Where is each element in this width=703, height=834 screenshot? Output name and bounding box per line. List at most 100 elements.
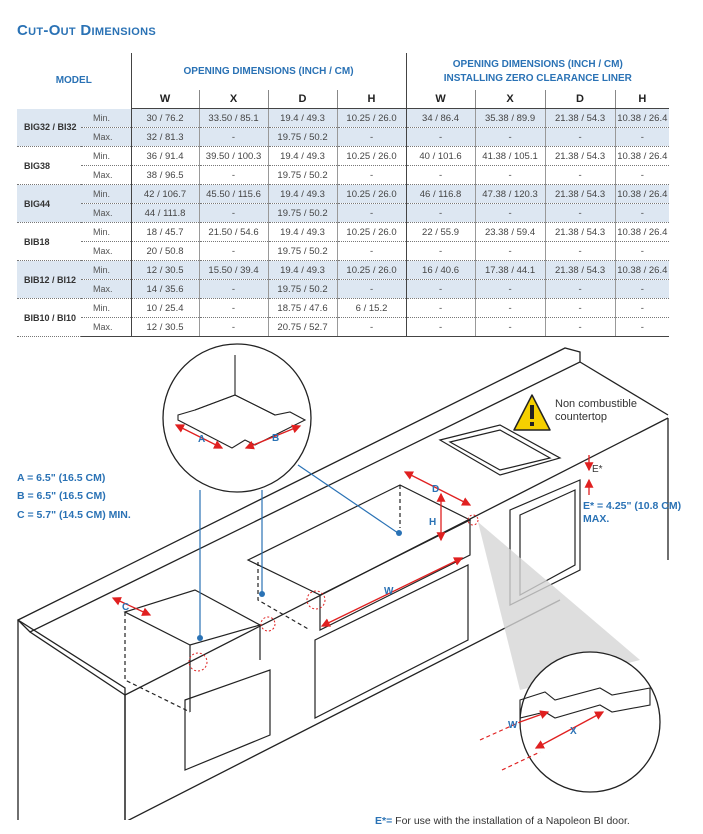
value-cell: - — [614, 241, 670, 261]
value-cell: 36 / 91.4 — [130, 146, 200, 166]
value-cell: - — [336, 165, 407, 185]
table-row: Max.32 / 81.3-19.75 / 50.2----- — [17, 127, 670, 147]
opening-dimensions-header: OPENING DIMENSIONS (INCH / CM) — [130, 53, 407, 90]
value-cell: 10.25 / 26.0 — [336, 184, 407, 204]
value-cell: 18.75 / 47.6 — [267, 298, 338, 318]
column-header: D — [267, 90, 338, 109]
value-cell: 10.38 / 26.4 — [614, 260, 670, 280]
value-cell: - — [405, 317, 476, 337]
value-cell: - — [544, 165, 616, 185]
dim-b-text: B = 6.5" (16.5 CM) — [17, 490, 106, 502]
value-cell: 19.75 / 50.2 — [267, 279, 338, 299]
model-cell: BIB12 / BI12 — [17, 260, 81, 299]
value-cell: 21.38 / 54.3 — [544, 108, 616, 128]
value-cell: - — [614, 165, 670, 185]
level-cell: Min. — [81, 146, 132, 166]
column-header: X — [474, 90, 546, 109]
value-cell: - — [336, 127, 407, 147]
value-cell: 20 / 50.8 — [130, 241, 200, 261]
letter-h-label: H — [429, 517, 436, 528]
value-cell: - — [474, 317, 546, 337]
value-cell: - — [336, 317, 407, 337]
island-dimension-arrows — [111, 455, 594, 627]
dim-c-text: C = 5.7" (14.5 CM) MIN. — [17, 509, 131, 521]
e-star-label: E* — [592, 464, 603, 475]
value-cell: 6 / 15.2 — [336, 298, 407, 318]
value-cell: 10.25 / 26.0 — [336, 222, 407, 242]
level-cell: Max. — [81, 279, 132, 299]
value-cell: 45.50 / 115.6 — [198, 184, 269, 204]
value-cell: - — [474, 298, 546, 318]
value-cell: - — [474, 165, 546, 185]
value-cell: - — [405, 127, 476, 147]
value-cell: - — [198, 165, 269, 185]
value-cell: 46 / 116.8 — [405, 184, 476, 204]
value-cell: - — [544, 203, 616, 223]
footnote-marker: E*= — [375, 815, 393, 827]
value-cell: - — [405, 298, 476, 318]
warning-text-line2: countertop — [555, 411, 607, 423]
value-cell: 17.38 / 44.1 — [474, 260, 546, 280]
value-cell: 20.75 / 52.7 — [267, 317, 338, 337]
value-cell: 21.50 / 54.6 — [198, 222, 269, 242]
value-cell: 30 / 76.2 — [130, 108, 200, 128]
value-cell: 19.4 / 49.3 — [267, 222, 338, 242]
zero-clearance-header-line2: INSTALLING ZERO CLEARANCE LINER — [443, 72, 632, 84]
column-header: X — [198, 90, 269, 109]
value-cell: 10.38 / 26.4 — [614, 108, 670, 128]
value-cell: - — [336, 241, 407, 261]
value-cell: - — [336, 279, 407, 299]
table-row: Max.12 / 30.5-20.75 / 52.7----- — [17, 317, 670, 337]
value-cell: 10.38 / 26.4 — [614, 146, 670, 166]
value-cell: 38 / 96.5 — [130, 165, 200, 185]
value-cell: 19.4 / 49.3 — [267, 184, 338, 204]
value-cell: 42 / 106.7 — [130, 184, 200, 204]
value-cell: 19.75 / 50.2 — [267, 165, 338, 185]
model-cell: BIG38 — [17, 146, 81, 185]
table-row: Max.14 / 35.6-19.75 / 50.2----- — [17, 279, 670, 299]
value-cell: - — [405, 279, 476, 299]
level-cell: Min. — [81, 298, 132, 318]
value-cell: 19.75 / 50.2 — [267, 127, 338, 147]
column-header: W — [130, 90, 200, 109]
warning-icon — [513, 394, 551, 431]
island-outline — [16, 347, 669, 820]
footnote: E*= For use with the installation of a N… — [375, 815, 630, 827]
level-cell: Max. — [81, 317, 132, 337]
level-cell: Min. — [81, 260, 132, 280]
dim-a-text: A = 6.5" (16.5 CM) — [17, 472, 106, 484]
value-cell: 10.25 / 26.0 — [336, 260, 407, 280]
value-cell: - — [614, 279, 670, 299]
value-cell: - — [544, 279, 616, 299]
column-header: W — [405, 90, 476, 109]
corner-markers — [188, 514, 479, 672]
value-cell: - — [474, 279, 546, 299]
countertop-cutouts — [123, 424, 581, 771]
value-cell: - — [474, 241, 546, 261]
value-cell: 12 / 30.5 — [130, 260, 200, 280]
level-cell: Min. — [81, 222, 132, 242]
level-cell: Max. — [81, 203, 132, 223]
value-cell: 47.38 / 120.3 — [474, 184, 546, 204]
zoom-letter-w: W — [508, 720, 518, 731]
value-cell: - — [405, 241, 476, 261]
e-star-value-line1: E* = 4.25" (10.8 CM) — [583, 500, 682, 512]
table-row: Max.44 / 111.8-19.75 / 50.2----- — [17, 203, 670, 223]
value-cell: 12 / 30.5 — [130, 317, 200, 337]
value-cell: 10.38 / 26.4 — [614, 222, 670, 242]
zoom-letter-b: B — [272, 433, 279, 444]
cutout-diagram: C W D H E* A B W X Non combustibl — [16, 343, 669, 820]
value-cell: 39.50 / 100.3 — [198, 146, 269, 166]
value-cell: - — [544, 317, 616, 337]
value-cell: 19.75 / 50.2 — [267, 203, 338, 223]
value-cell: 35.38 / 89.9 — [474, 108, 546, 128]
value-cell: - — [198, 203, 269, 223]
cutout-dimensions-table: MODEL OPENING DIMENSIONS (INCH / CM) OPE… — [17, 53, 670, 337]
value-cell: 19.4 / 49.3 — [267, 108, 338, 128]
